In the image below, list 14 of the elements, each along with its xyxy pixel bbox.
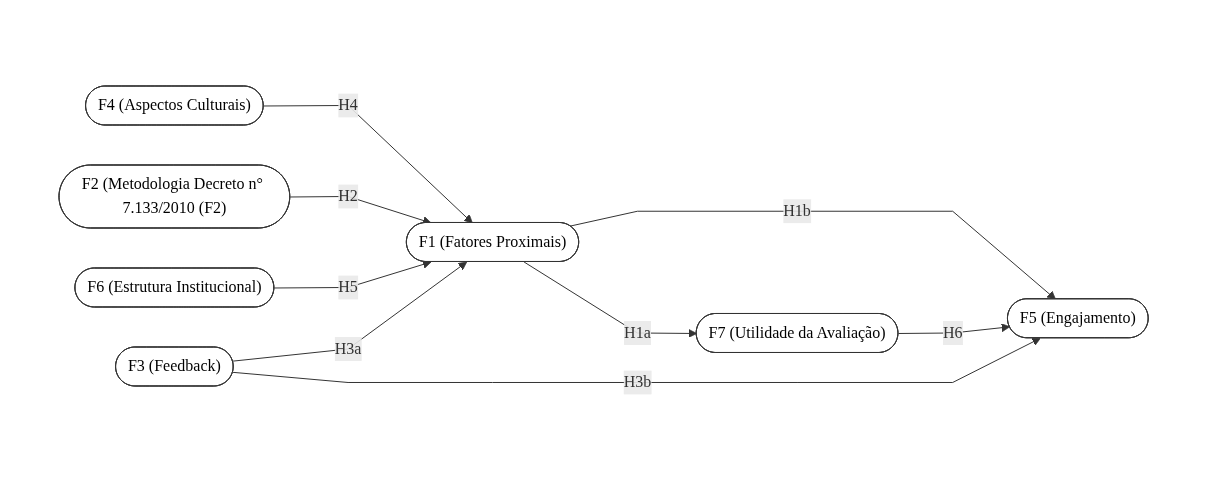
edge-label: H2 [338, 187, 358, 205]
edge-label: H1a [624, 324, 651, 342]
edge-label: H1b [783, 202, 811, 220]
arrow [273, 260, 432, 289]
arrow [569, 211, 1056, 300]
edge-label: H5 [338, 278, 358, 296]
arrow [232, 261, 467, 362]
arrow [289, 196, 432, 225]
edge-label: H3b [623, 373, 652, 391]
arrow [263, 105, 473, 224]
edge-label: H4 [338, 96, 358, 114]
edge-label: H3a [334, 340, 362, 358]
edge-label: H6 [942, 324, 963, 342]
arrow [232, 338, 1041, 384]
